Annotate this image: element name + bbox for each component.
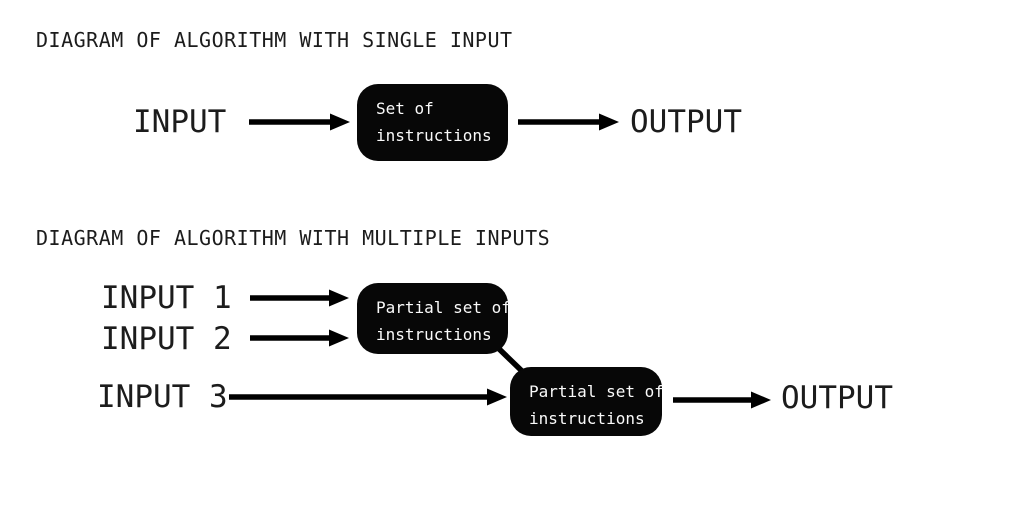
arrow-input2-to-box bbox=[250, 329, 349, 347]
arrow-input-to-box bbox=[249, 113, 350, 131]
partial-instructions-box-1: Partial set of instructions bbox=[357, 283, 511, 354]
partial-instructions-1-line1: Partial set of bbox=[376, 298, 511, 317]
single-input-label: INPUT bbox=[133, 104, 227, 140]
set-of-instructions-box: Set of instructions bbox=[357, 84, 508, 161]
arrow-input1-to-box bbox=[250, 289, 349, 307]
set-of-instructions-line2: instructions bbox=[376, 126, 492, 145]
multiple-output-label: OUTPUT bbox=[781, 380, 893, 416]
partial-instructions-2-line1: Partial set of bbox=[529, 382, 664, 401]
arrow-input3-to-box bbox=[229, 388, 507, 406]
set-of-instructions-line1: Set of bbox=[376, 99, 434, 118]
input2-label: INPUT 2 bbox=[101, 321, 232, 357]
partial-instructions-box-2: Partial set of instructions bbox=[510, 367, 664, 436]
single-output-label: OUTPUT bbox=[630, 104, 742, 140]
partial-instructions-2-line2: instructions bbox=[529, 409, 645, 428]
arrow-box-to-output bbox=[518, 113, 619, 131]
multiple-inputs-diagram-title: DIAGRAM OF ALGORITHM WITH MULTIPLE INPUT… bbox=[36, 226, 551, 250]
partial-instructions-1-line2: instructions bbox=[376, 325, 492, 344]
single-input-diagram-title: DIAGRAM OF ALGORITHM WITH SINGLE INPUT bbox=[36, 28, 513, 52]
input1-label: INPUT 1 bbox=[101, 280, 232, 316]
input3-label: INPUT 3 bbox=[97, 379, 228, 415]
arrow-box2-to-output bbox=[673, 391, 771, 409]
